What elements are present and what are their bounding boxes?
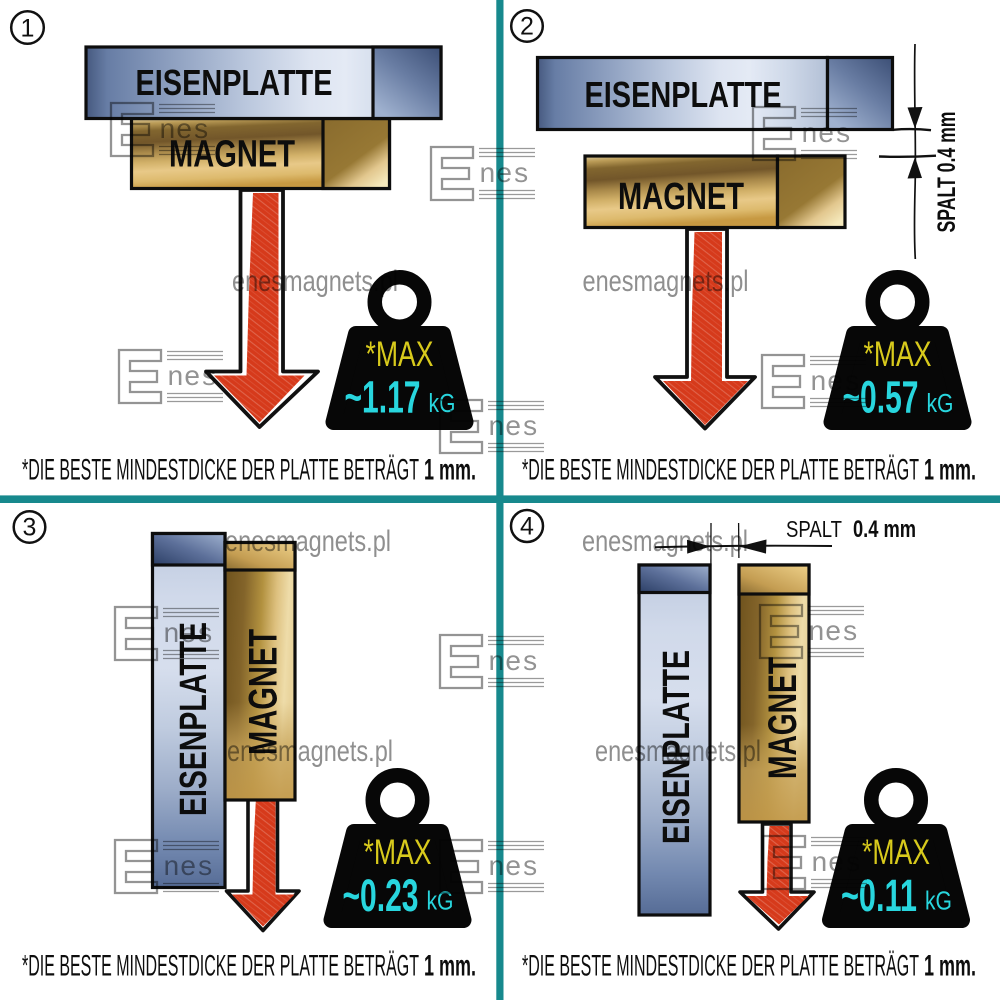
svg-text:EISENPLATTE: EISENPLATTE	[585, 74, 782, 115]
svg-text:*DIE BESTE MINDESTDICKE DER PL: *DIE BESTE MINDESTDICKE DER PLATTE BETRÄ…	[522, 454, 919, 487]
svg-text:*MAX: *MAX	[862, 833, 930, 872]
svg-text:*MAX: *MAX	[364, 833, 432, 872]
svg-text:1 mm.: 1 mm.	[924, 950, 976, 983]
svg-text:*MAX: *MAX	[366, 335, 434, 374]
svg-text:2: 2	[520, 13, 534, 41]
svg-text:MAGNET: MAGNET	[618, 176, 744, 218]
svg-text:*DIE BESTE MINDESTDICKE DER PL: *DIE BESTE MINDESTDICKE DER PLATTE BETRÄ…	[22, 950, 419, 983]
svg-text:*DIE BESTE MINDESTDICKE DER PL: *DIE BESTE MINDESTDICKE DER PLATTE BETRÄ…	[522, 950, 919, 983]
svg-text:*DIE BESTE MINDESTDICKE DER PL: *DIE BESTE MINDESTDICKE DER PLATTE BETRÄ…	[22, 454, 419, 487]
svg-text:4: 4	[520, 513, 534, 541]
svg-text:kG: kG	[927, 390, 954, 418]
svg-text:enesmagnets.pl: enesmagnets.pl	[225, 525, 391, 558]
svg-text:1: 1	[21, 15, 35, 43]
svg-text:MAGNET: MAGNET	[761, 657, 805, 779]
svg-text:enesmagnets.pl: enesmagnets.pl	[227, 735, 393, 768]
svg-text:1 mm.: 1 mm.	[424, 950, 476, 983]
svg-text:kG: kG	[925, 888, 952, 916]
svg-text:*MAX: *MAX	[864, 335, 932, 374]
svg-text:EISENPLATTE: EISENPLATTE	[136, 62, 333, 103]
svg-text:MAGNET: MAGNET	[242, 629, 286, 755]
svg-text:~1.17: ~1.17	[345, 372, 421, 423]
svg-text:0.4 mm: 0.4 mm	[853, 516, 916, 543]
svg-text:EISENPLATTE: EISENPLATTE	[656, 650, 698, 844]
svg-text:SPALT: SPALT	[786, 516, 842, 542]
svg-text:enesmagnets.pl: enesmagnets.pl	[583, 265, 749, 298]
svg-text:SPALT 0.4 mm: SPALT 0.4 mm	[933, 112, 961, 233]
svg-text:1 mm.: 1 mm.	[424, 454, 476, 487]
svg-text:1 mm.: 1 mm.	[924, 454, 976, 487]
svg-text:~0.23: ~0.23	[343, 870, 419, 921]
svg-text:enesmagnets.pl: enesmagnets.pl	[582, 525, 748, 558]
svg-text:3: 3	[23, 514, 37, 542]
svg-text:enesmagnets.pl: enesmagnets.pl	[232, 265, 398, 298]
svg-text:enesmagnets.pl: enesmagnets.pl	[595, 735, 761, 768]
